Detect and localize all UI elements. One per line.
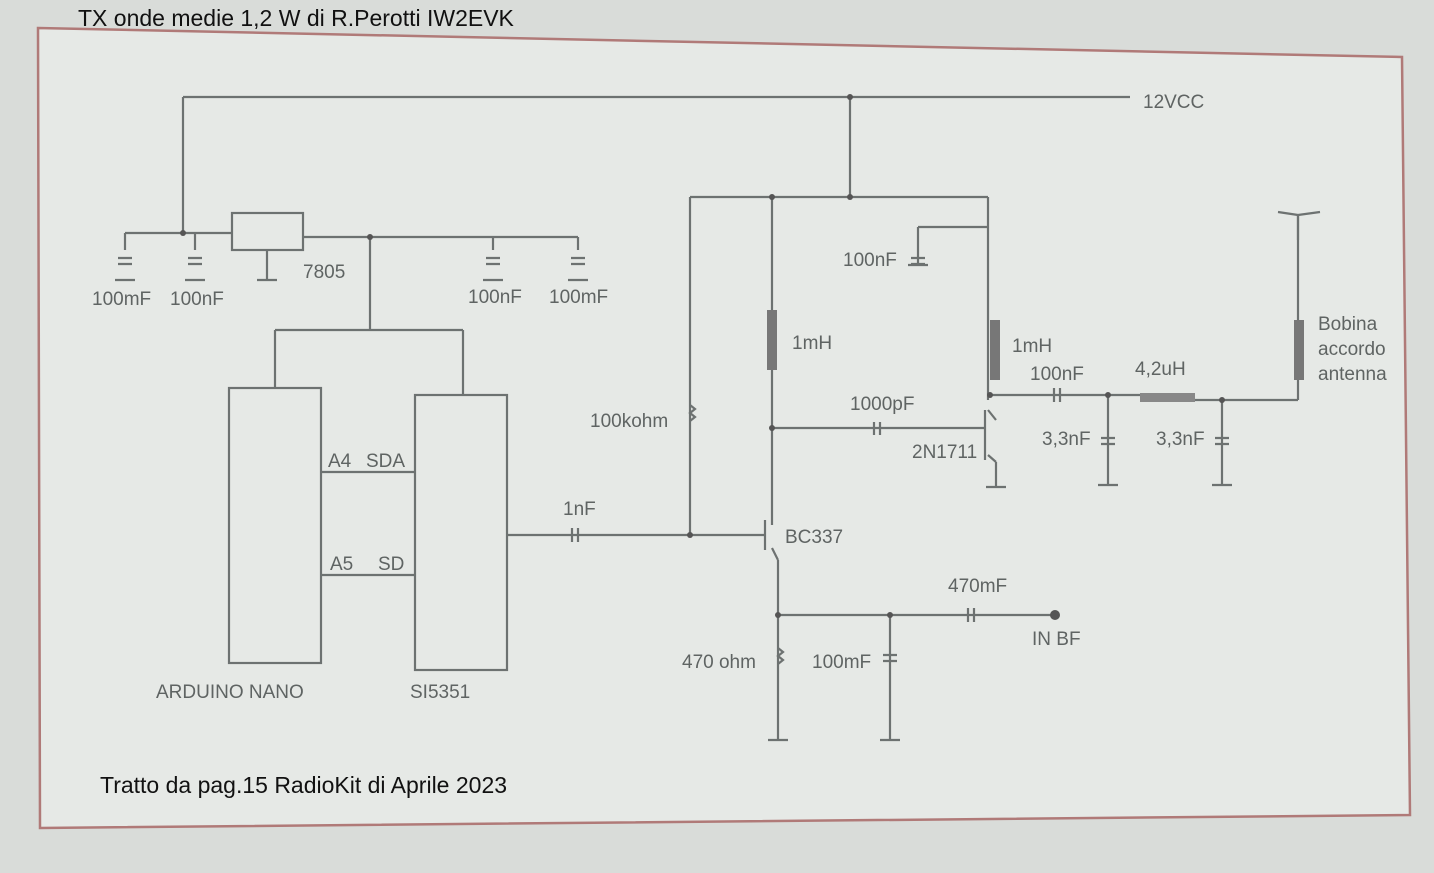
si5351-block	[413, 393, 509, 672]
label-a4: A4	[328, 451, 352, 472]
label-l-filter: 4,2uH	[1135, 359, 1186, 380]
inductor-1mh-1	[767, 310, 777, 370]
label-c-out: 100nF	[1030, 364, 1084, 385]
label-1nf: 1nF	[563, 499, 596, 520]
label-arduino: ARDUINO NANO	[156, 682, 304, 703]
label-bc337: BC337	[785, 527, 843, 548]
component-marks	[115, 94, 1304, 742]
label-12vcc: 12VCC	[1143, 92, 1204, 113]
label-2n1711: 2N1711	[912, 442, 977, 463]
arduino-nano-block	[227, 386, 323, 665]
title: TX onde medie 1,2 W di R.Perotti IW2EVK	[78, 5, 515, 31]
label-1000pf: 1000pF	[850, 394, 914, 415]
label-c-decouple: 100nF	[843, 250, 897, 271]
diagram-border	[36, 26, 1412, 830]
label-c-out1: 100nF	[468, 287, 522, 308]
inductor-4-2uh	[1140, 393, 1195, 402]
label-a5: A5	[330, 554, 353, 575]
label-bobina: Bobina	[1318, 314, 1378, 335]
inductor-1mh-2	[990, 320, 1000, 380]
label-l1: 1mH	[792, 333, 832, 354]
label-sd: SD	[378, 554, 404, 575]
label-c-out2: 100mF	[549, 287, 608, 308]
source-note: Tratto da pag.15 RadioKit di Aprile 2023	[100, 772, 507, 798]
component-labels: 12VCC 7805 100mF 100nF 100nF 100mF ARDUI…	[92, 92, 1387, 703]
antenna-coil	[1294, 320, 1304, 380]
label-100kohm: 100kohm	[590, 411, 668, 432]
label-in-bf: IN BF	[1032, 629, 1081, 650]
label-c-in1: 100mF	[92, 289, 151, 310]
label-l2: 1mH	[1012, 336, 1052, 357]
label-7805: 7805	[303, 262, 345, 283]
label-c-emitter: 100mF	[812, 652, 871, 673]
label-c-filter1: 3,3nF	[1042, 429, 1091, 450]
label-accordo: accordo	[1318, 339, 1386, 360]
label-sda: SDA	[366, 451, 405, 472]
label-si5351: SI5351	[410, 682, 470, 703]
label-470mf: 470mF	[948, 576, 1007, 597]
label-470ohm: 470 ohm	[682, 652, 756, 673]
label-c-in2: 100nF	[170, 289, 224, 310]
label-antenna: antenna	[1318, 364, 1387, 385]
label-c-filter2: 3,3nF	[1156, 429, 1205, 450]
